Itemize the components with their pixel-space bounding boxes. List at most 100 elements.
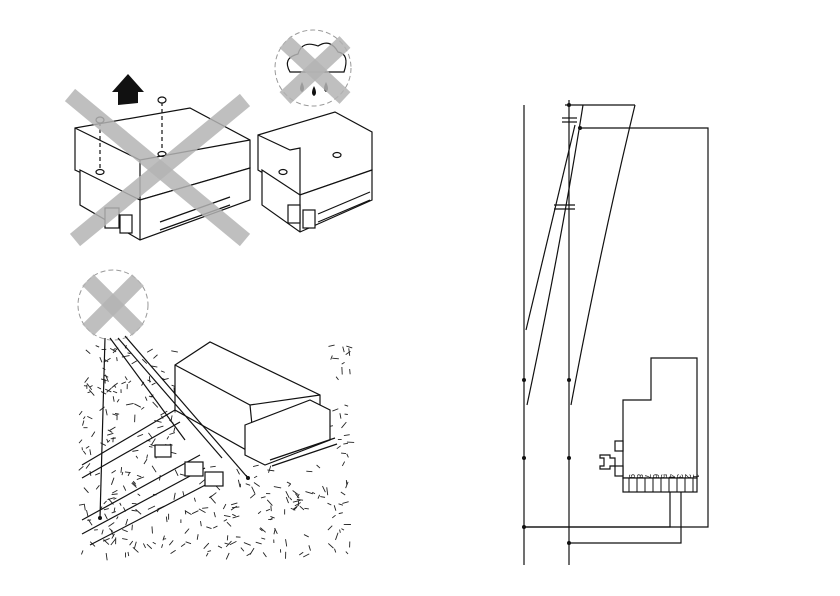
gravel-stone	[80, 550, 84, 555]
gravel-stone	[112, 390, 118, 394]
wire-3	[524, 478, 671, 528]
gravel-stone	[336, 445, 341, 450]
gravel-stone	[185, 541, 192, 545]
gravel-stone	[127, 472, 130, 477]
gravel-stone	[83, 503, 86, 511]
gravel-stone	[230, 502, 238, 506]
gravel-stone	[160, 370, 165, 373]
gravel-stone	[349, 369, 351, 375]
gravel-stone	[78, 465, 84, 471]
gravel-stone	[111, 511, 116, 514]
gravel-stone	[106, 387, 112, 393]
gravel-stone	[95, 472, 101, 476]
gravel-stone	[303, 534, 309, 538]
gravel-stone	[273, 486, 282, 489]
gravel-stone	[198, 508, 206, 513]
gravel-stone	[111, 489, 118, 494]
gravel-stone	[144, 396, 148, 401]
gravel-stone	[203, 542, 210, 550]
gravel-stone	[342, 346, 345, 353]
gravel-stone	[102, 538, 110, 542]
pin-label: 2	[683, 474, 692, 479]
gravel-stone	[237, 479, 241, 488]
gravel-stone	[232, 515, 240, 519]
clip	[614, 440, 624, 452]
gravel-stone	[253, 482, 260, 487]
gravel-stone	[95, 485, 100, 490]
gravel-stone	[135, 455, 139, 459]
gravel-stone	[151, 382, 156, 386]
gravel-stone	[78, 503, 84, 506]
gravel-stone	[113, 497, 117, 500]
gravel-stone	[180, 543, 186, 547]
gravel-stone	[124, 471, 131, 474]
pin-label: 7	[643, 474, 652, 479]
pin-label: 8	[635, 474, 644, 479]
up-arrow-icon	[112, 74, 144, 105]
gravel-stone	[341, 362, 345, 365]
gravel-stone	[141, 358, 148, 364]
gravel-stone	[199, 478, 206, 485]
pin-label: 9	[627, 474, 636, 479]
pin-label: 1	[691, 474, 700, 479]
gravel-stone	[292, 504, 299, 510]
gravel-stone	[111, 470, 116, 474]
gravel-stone	[210, 465, 216, 468]
gravel-stone	[262, 552, 267, 558]
gravel-stone	[296, 499, 304, 501]
gravel-stone	[257, 510, 262, 515]
gravel-stone	[343, 442, 348, 445]
gravel-stone	[116, 398, 120, 403]
gravel-stone	[151, 465, 157, 473]
gravel-stone	[265, 508, 271, 512]
gravel-stone	[303, 553, 310, 558]
gravel-stone	[116, 357, 118, 362]
gravel-stone	[267, 469, 275, 472]
gravel-stone	[103, 508, 109, 511]
gravel-stone	[327, 525, 333, 531]
gravel-stone	[152, 541, 156, 545]
gravel-stone	[131, 509, 137, 512]
gravel-stone	[332, 408, 339, 412]
gravel-stone	[346, 345, 353, 349]
gravel-stone	[101, 529, 104, 535]
gravel-stone	[255, 541, 262, 545]
gravel-stone	[110, 477, 115, 485]
gravel-stone	[182, 491, 185, 496]
gravel-stone	[223, 515, 231, 518]
gravel-stone	[82, 416, 86, 420]
track-rails	[81, 409, 216, 546]
gravel-stone	[341, 421, 347, 429]
gravel-stone	[87, 519, 93, 526]
gravel-stone	[320, 496, 326, 498]
gravel-stone	[312, 491, 316, 495]
gravel-stone	[84, 377, 89, 383]
gravel-stone	[103, 500, 107, 505]
gravel-stone	[243, 542, 251, 546]
gravel-stone	[295, 493, 300, 499]
gravel-stone	[133, 541, 137, 549]
gravel-stone	[99, 406, 105, 411]
gravel-stone	[148, 445, 153, 448]
gravel-stone	[169, 432, 176, 435]
gravel-stone	[331, 514, 336, 519]
gravel-stone	[345, 551, 349, 555]
gravel-stone	[100, 442, 106, 446]
gravel-stone	[268, 465, 272, 473]
gravel-stone	[343, 434, 350, 437]
gravel-stone	[210, 496, 216, 504]
gravel-stone	[345, 481, 349, 489]
gravel-stone	[191, 510, 199, 515]
gravel-stone	[341, 452, 347, 455]
gravel-stone	[173, 492, 176, 500]
clip	[614, 465, 624, 477]
gravel-stone	[226, 521, 232, 527]
gravel-stone	[173, 427, 176, 433]
gravel-stone	[91, 431, 96, 438]
gravel-stone	[327, 502, 332, 506]
gravel-stone	[122, 529, 128, 533]
gravel-stone	[328, 344, 335, 347]
gravel-stone	[109, 528, 114, 532]
gravel-stone	[229, 540, 237, 546]
